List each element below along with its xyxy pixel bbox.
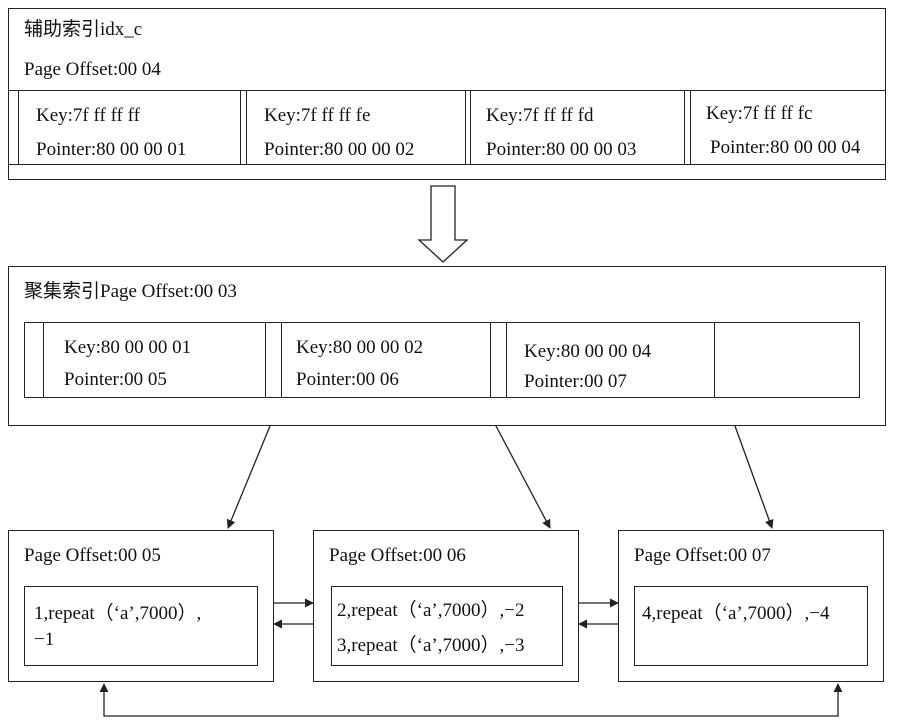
secondary-key-4: Key:7f ff ff fc: [706, 103, 813, 124]
record-divider: [690, 90, 691, 165]
record-divider: [506, 322, 507, 398]
leaf-page-05-title: Page Offset:00 05: [24, 545, 161, 566]
leaf-page-06-row-2: 3,repeat（‘a’,7000）,−3: [337, 635, 525, 656]
leaf-page-07-record: [634, 586, 868, 666]
record-divider: [684, 90, 685, 165]
secondary-pointer-3: Pointer:80 00 00 03: [486, 139, 637, 160]
leaf-page-05-row-1: 1,repeat（‘a’,7000）,: [34, 603, 202, 624]
secondary-key-1: Key:7f ff ff ff: [36, 105, 140, 126]
record-divider: [18, 90, 19, 165]
record-divider: [465, 90, 466, 165]
record-divider: [265, 322, 266, 398]
secondary-index-title: 辅助索引idx_c: [24, 19, 143, 40]
record-divider: [43, 322, 44, 398]
leaf-page-05-record: [24, 586, 258, 666]
pointer-arrow-to-page-06: [495, 425, 551, 529]
secondary-index-record-row: [8, 90, 886, 165]
pointer-arrow-to-page-07: [734, 425, 774, 529]
clustered-pointer-2: Pointer:00 06: [296, 369, 399, 390]
pointer-arrow-to-page-05: [226, 425, 271, 529]
record-divider: [240, 90, 241, 165]
secondary-key-2: Key:7f ff ff fe: [264, 105, 371, 126]
clustered-index-record-row: [24, 322, 860, 398]
secondary-index-page-offset: Page Offset:00 04: [24, 59, 161, 80]
leaf-page-07-row-1: 4,repeat（‘a’,7000）,−4: [642, 603, 830, 624]
hollow-down-arrow-icon: [417, 185, 469, 263]
secondary-pointer-4: Pointer:80 00 00 04: [710, 137, 861, 158]
leaf-page-07-title: Page Offset:00 07: [634, 545, 771, 566]
leaf-page-06-title: Page Offset:00 06: [329, 545, 466, 566]
clustered-key-3: Key:80 00 00 04: [524, 341, 652, 362]
record-divider: [281, 322, 282, 398]
clustered-index-title: 聚集索引Page Offset:00 03: [24, 281, 237, 302]
secondary-pointer-1: Pointer:80 00 00 01: [36, 139, 187, 160]
secondary-pointer-2: Pointer:80 00 00 02: [264, 139, 415, 160]
record-divider: [714, 322, 715, 398]
secondary-key-3: Key:7f ff ff fd: [486, 105, 594, 126]
record-divider: [246, 90, 247, 165]
record-divider: [490, 322, 491, 398]
wraparound-page-link: [99, 683, 843, 717]
clustered-key-2: Key:80 00 00 02: [296, 337, 424, 358]
clustered-pointer-3: Pointer:00 07: [524, 371, 627, 392]
clustered-key-1: Key:80 00 00 01: [64, 337, 192, 358]
record-divider: [470, 90, 471, 165]
leaf-page-06-record: [331, 586, 563, 666]
leaf-page-06-row-1: 2,repeat（‘a’,7000）,−2: [337, 600, 525, 621]
leaf-page-05-row-2: −1: [34, 629, 55, 650]
clustered-pointer-1: Pointer:00 05: [64, 369, 167, 390]
